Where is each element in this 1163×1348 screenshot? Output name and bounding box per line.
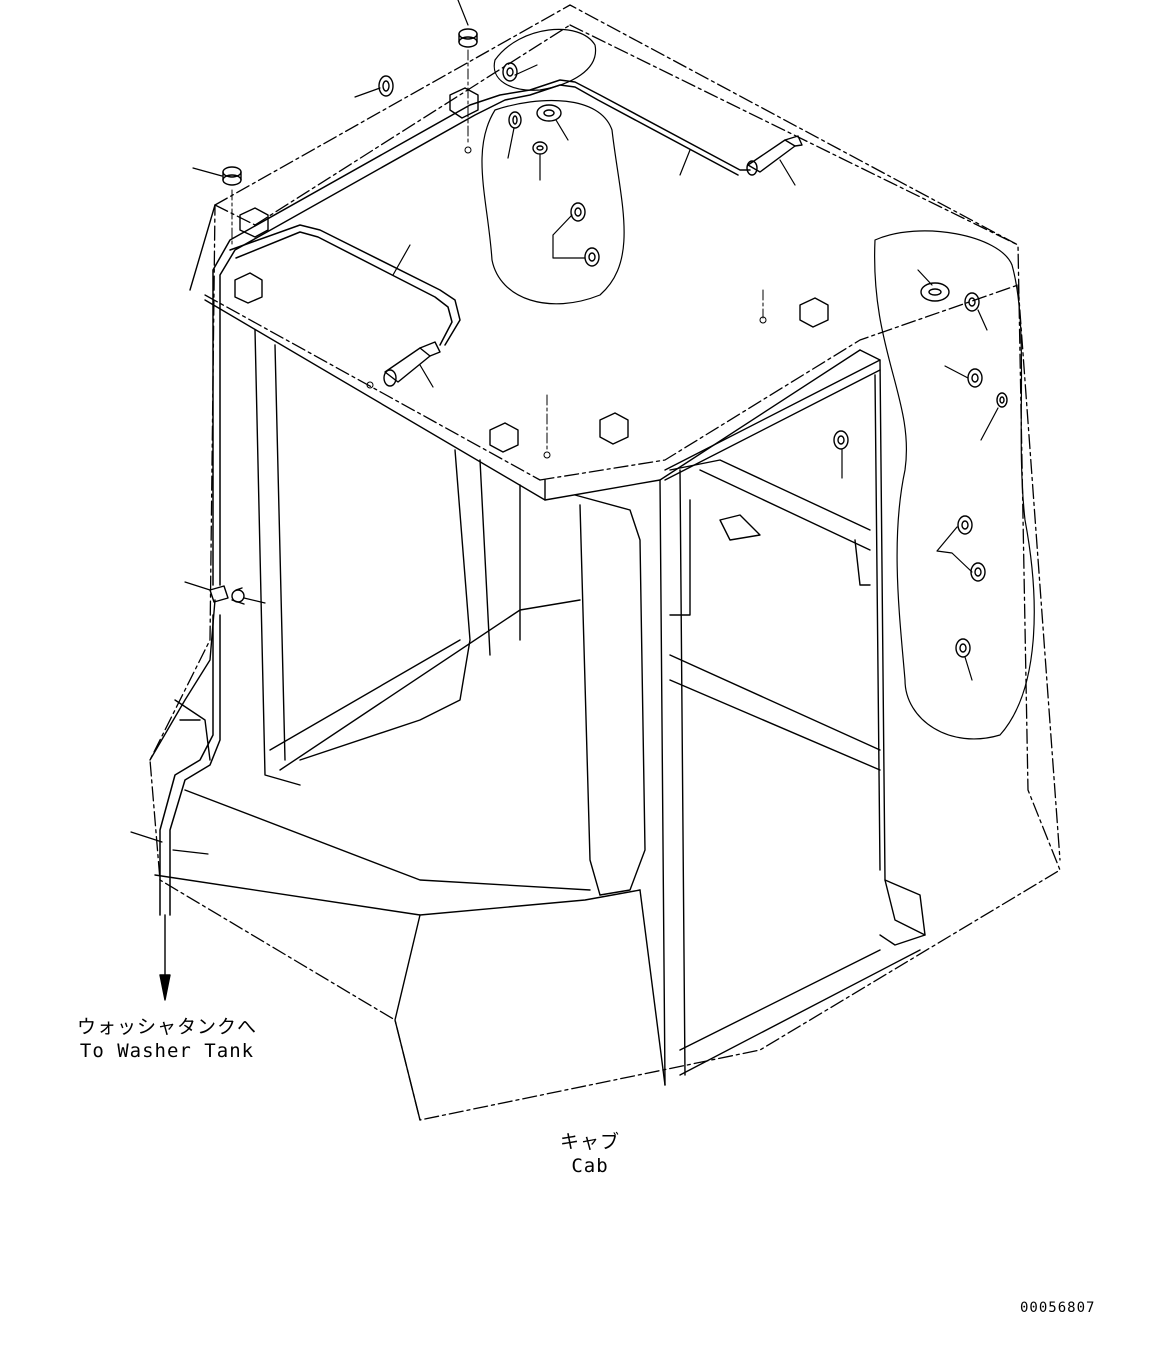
cap-1 — [458, 28, 478, 48]
grommet — [508, 111, 522, 129]
washer-hose-assembly — [159, 79, 751, 916]
leader-lines — [130, 0, 999, 855]
caps — [222, 28, 478, 186]
hole-marks — [231, 49, 767, 459]
grommet — [957, 515, 973, 535]
grommet — [536, 104, 562, 122]
grommet — [378, 75, 394, 97]
roof-brackets — [234, 87, 829, 453]
hose-tee-fittings — [209, 585, 245, 605]
cap-2 — [222, 166, 242, 186]
grommet — [584, 247, 600, 267]
washer-tank-label-jp: ウォッシャタンクへ — [76, 1016, 257, 1038]
washer-tank-label: ウォッシャタンクへ To Washer Tank — [72, 1015, 262, 1063]
washer-nozzle-front — [383, 341, 441, 387]
cab-frame — [149, 204, 926, 1121]
grommet — [970, 562, 986, 582]
grommet-zones — [481, 28, 1035, 740]
cab-label-en: Cab — [571, 1155, 609, 1177]
grommet — [955, 638, 971, 658]
washer-nozzle-rear — [746, 135, 803, 176]
to-washer-tank-arrow — [159, 914, 171, 1001]
grommet — [964, 292, 980, 312]
grommet — [920, 282, 950, 302]
grommet — [532, 141, 548, 155]
grommet — [967, 368, 983, 388]
grommet — [833, 430, 849, 450]
grommet — [570, 202, 586, 222]
cab-outline — [149, 4, 1061, 1121]
grommet — [996, 392, 1008, 408]
grommet — [502, 62, 518, 82]
cab-label-jp: キャブ — [559, 1131, 620, 1153]
cab-label: キャブ Cab — [535, 1130, 645, 1178]
washer-tank-label-en: To Washer Tank — [79, 1040, 255, 1062]
grommets — [378, 62, 1008, 658]
drawing-number: 00056807 — [1020, 1300, 1096, 1316]
